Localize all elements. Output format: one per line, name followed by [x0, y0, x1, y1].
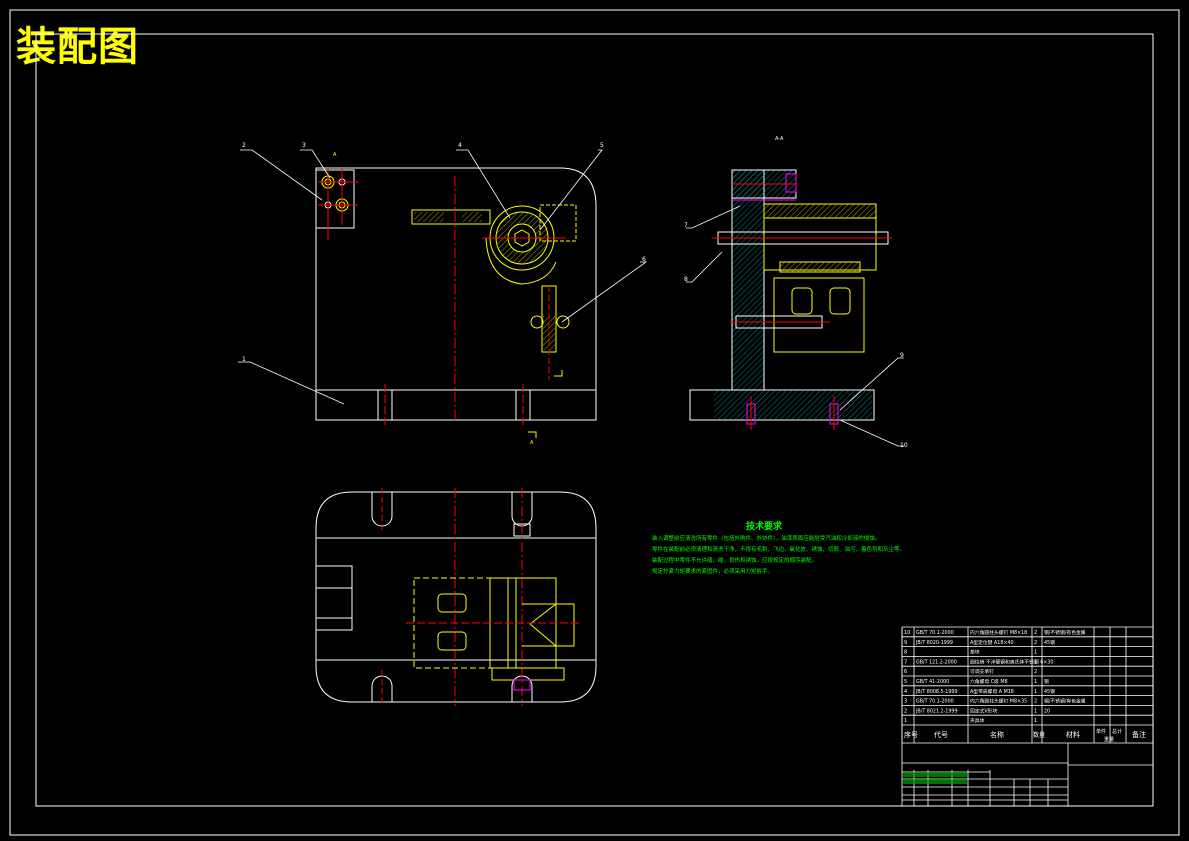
section-marker-label: A	[530, 440, 534, 446]
bom-cell-text: 10	[904, 630, 910, 636]
bom-cell-text: GB/T 70.1-2000	[916, 630, 954, 636]
bom-cell-text: 序号	[904, 730, 918, 739]
bom-cell-text: JB/T 8020-1999	[915, 640, 953, 646]
callout-number: 10	[900, 442, 908, 449]
bom-cell-text: 内六角圆柱头螺钉 M8×18	[970, 629, 1027, 636]
inner-border	[35, 33, 1154, 807]
tech-line: 装入调整前应清洗所有零件（包括外购件、外协件），油漆表面应能耐受汽油和冷却液的侵…	[652, 536, 881, 542]
tech-line: 装配过程中零件不允许磕、碰、划伤和锈蚀，应按规定的顺序装配。	[652, 558, 818, 564]
bom-cell-text: 2	[1034, 699, 1037, 705]
bom-cell-text: 材料	[1066, 730, 1080, 739]
bom-cell-text: 8	[904, 650, 907, 656]
bom-cell-text: 夹具体	[970, 717, 985, 724]
bom-cell-text: 1	[1034, 689, 1037, 695]
section-title-label: A-A	[775, 136, 784, 142]
title-block	[901, 626, 1154, 806]
bom-cell-text: 45钢	[1044, 688, 1055, 695]
callout-number: 9	[900, 352, 904, 359]
bom-cell-text: 7	[904, 659, 907, 665]
tech-requirements-title: 技术要求	[746, 522, 783, 532]
bom-cell-text: 4	[904, 689, 907, 695]
bom-cell-text: 钢/不锈钢/有色金属	[1044, 698, 1086, 705]
tech-line: 规定拧紧力矩要求的紧固件，必须采用力矩扳手。	[652, 569, 774, 575]
bom-cell-text: A型定位键 A18×40	[970, 639, 1014, 646]
bom-cell-text: 数量	[1033, 731, 1045, 739]
bom-cell-text: 2	[1034, 669, 1037, 675]
callout-number: 1	[242, 356, 246, 363]
bom-cell-text: 9	[904, 640, 907, 646]
bom-cell-text: 垫块	[970, 649, 980, 656]
bom-cell-text: GB/T 121.2-2000	[916, 659, 957, 665]
bom-cell-text: 重量	[1104, 736, 1114, 743]
bom-cell-text: 内六角圆柱头螺钉 M8×35	[970, 698, 1027, 705]
bom-cell-text: 固定式V形块	[970, 707, 997, 714]
bom-cell-text: 1	[904, 718, 907, 724]
bom-cell-text: 2	[1034, 640, 1037, 646]
callout-number: 5	[600, 142, 604, 149]
tech-requirements-list: 装入调整前应清洗所有零件（包括外购件、外协件），油漆表面应能耐受汽油和冷却液的侵…	[652, 534, 905, 578]
section-view	[689, 169, 892, 430]
bom-cell-text: 5	[904, 679, 907, 685]
bom-cell-text: 6	[904, 669, 907, 675]
bom-cell-text: 总计	[1112, 728, 1122, 735]
bom-cell-text: GB/T 41-2000	[916, 679, 949, 685]
bom-cell-text: 圆柱销 不淬硬钢和奥氏体不锈钢 6×30	[970, 658, 1053, 665]
bom-cell-text: 备注	[1132, 730, 1146, 739]
front-view	[315, 167, 597, 438]
bom-cell-text: GB/T 70.1-2000	[916, 699, 954, 705]
section-leaders	[686, 205, 904, 447]
bom-cell-text: 1	[1034, 718, 1037, 724]
bom-cell-text: 1	[1034, 650, 1037, 656]
callout-number: 7	[684, 222, 688, 229]
bom-cell-text: 1	[1034, 659, 1037, 665]
bom-cell-text: 名称	[990, 730, 1004, 739]
bom-cell-text: 六角螺母 C级 M8	[970, 678, 1008, 685]
bom-cell-text: 单件	[1096, 728, 1106, 735]
bom-cell-text: 可调支承钉	[970, 668, 994, 675]
bom-cell-text: 钢	[1044, 678, 1049, 685]
section-marker-label: A	[333, 152, 337, 158]
bom-cell-text: 代号	[934, 730, 948, 739]
outer-border	[9, 9, 1180, 836]
callout-number: 3	[302, 142, 306, 149]
bom-cell-text: 20	[1044, 708, 1050, 714]
bom-cell-text: 1	[1034, 679, 1037, 685]
bom-cell-text: A型带肩螺母 A M18	[970, 688, 1014, 695]
callout-number: 2	[242, 142, 246, 149]
bom-cell-text: 2	[904, 708, 907, 714]
bom-cell-text: 1	[1034, 708, 1037, 714]
bom-cell-text: JB/T 8021.2-1999	[915, 708, 958, 714]
callout-number: 4	[458, 142, 462, 149]
bom-cell-text: 3	[904, 699, 907, 705]
callout-number: 6	[642, 256, 646, 263]
bom-cell-text: 2	[1034, 630, 1037, 636]
title-block-cell	[903, 772, 967, 777]
top-view	[315, 488, 597, 706]
bom-cell-text: 45钢	[1044, 639, 1055, 646]
bom-cell-text: JB/T 8008.5-1999	[915, 689, 958, 695]
front-leaders	[238, 149, 648, 405]
title-block-cell	[903, 779, 967, 784]
bom-cell-text: 钢/不锈钢/有色金属	[1044, 629, 1086, 636]
tech-line: 零件在装配前必须清理和清洗干净，不得有毛刺、飞边、氧化皮、锈蚀、切屑、油污、着色…	[652, 547, 906, 553]
callout-number: 8	[684, 276, 688, 283]
